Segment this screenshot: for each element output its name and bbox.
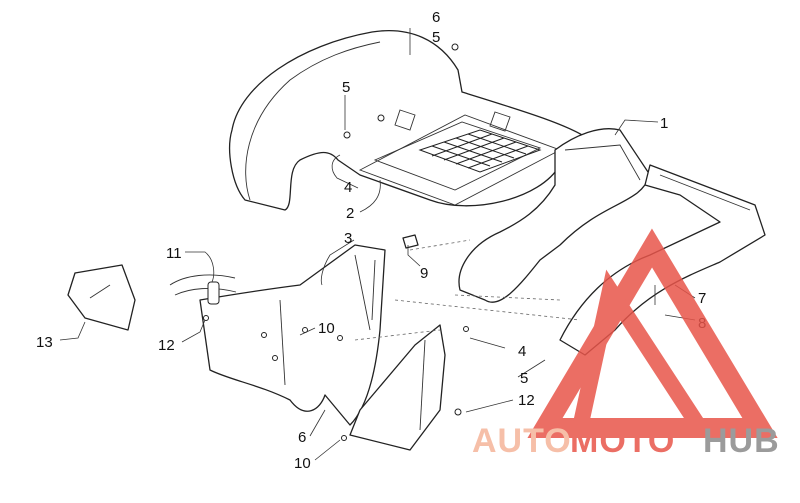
assembly-line — [354, 239, 581, 341]
callout-9: 9 — [420, 265, 428, 282]
watermark-hub: HUB — [703, 422, 780, 460]
callout-12-left: 12 — [158, 337, 175, 354]
callout-4-bottom: 4 — [518, 343, 526, 360]
rack-grid — [418, 129, 542, 173]
callout-5-top: 5 — [432, 29, 440, 46]
splash-guard — [67, 264, 136, 331]
rear-rack-fender-assembly — [229, 30, 591, 211]
callout-10-bottom: 10 — [294, 455, 311, 472]
watermark-auto: AUTO — [472, 422, 572, 460]
callout-6-top: 6 — [432, 9, 440, 26]
mount-bracket — [402, 234, 419, 249]
mud-flap-left — [199, 244, 386, 426]
automotohub-watermark: AUTO MOTO HUB — [472, 228, 780, 460]
watermark-moto: MOTO — [570, 422, 675, 460]
callout-7: 7 — [698, 290, 706, 307]
frame-clamp — [169, 274, 237, 321]
watermark-logo-icon — [527, 228, 778, 438]
callout-5-mid: 5 — [342, 79, 350, 96]
callout-3: 3 — [344, 230, 352, 247]
callout-5-bottom: 5 — [520, 370, 528, 387]
callout-4-top: 4 — [344, 179, 352, 196]
callout-11: 11 — [166, 245, 182, 262]
callout-2: 2 — [346, 205, 354, 222]
callout-1: 1 — [660, 115, 668, 132]
callout-labels: 1 2 3 4 4 5 5 5 6 6 7 8 9 10 10 11 12 12… — [36, 9, 706, 472]
callout-12-right: 12 — [518, 392, 535, 409]
callout-10-mid: 10 — [318, 320, 335, 337]
callout-13: 13 — [36, 334, 53, 351]
mud-flap-right — [341, 324, 469, 451]
rear-fender-right — [458, 128, 651, 303]
callout-6-bottom: 6 — [298, 429, 306, 446]
